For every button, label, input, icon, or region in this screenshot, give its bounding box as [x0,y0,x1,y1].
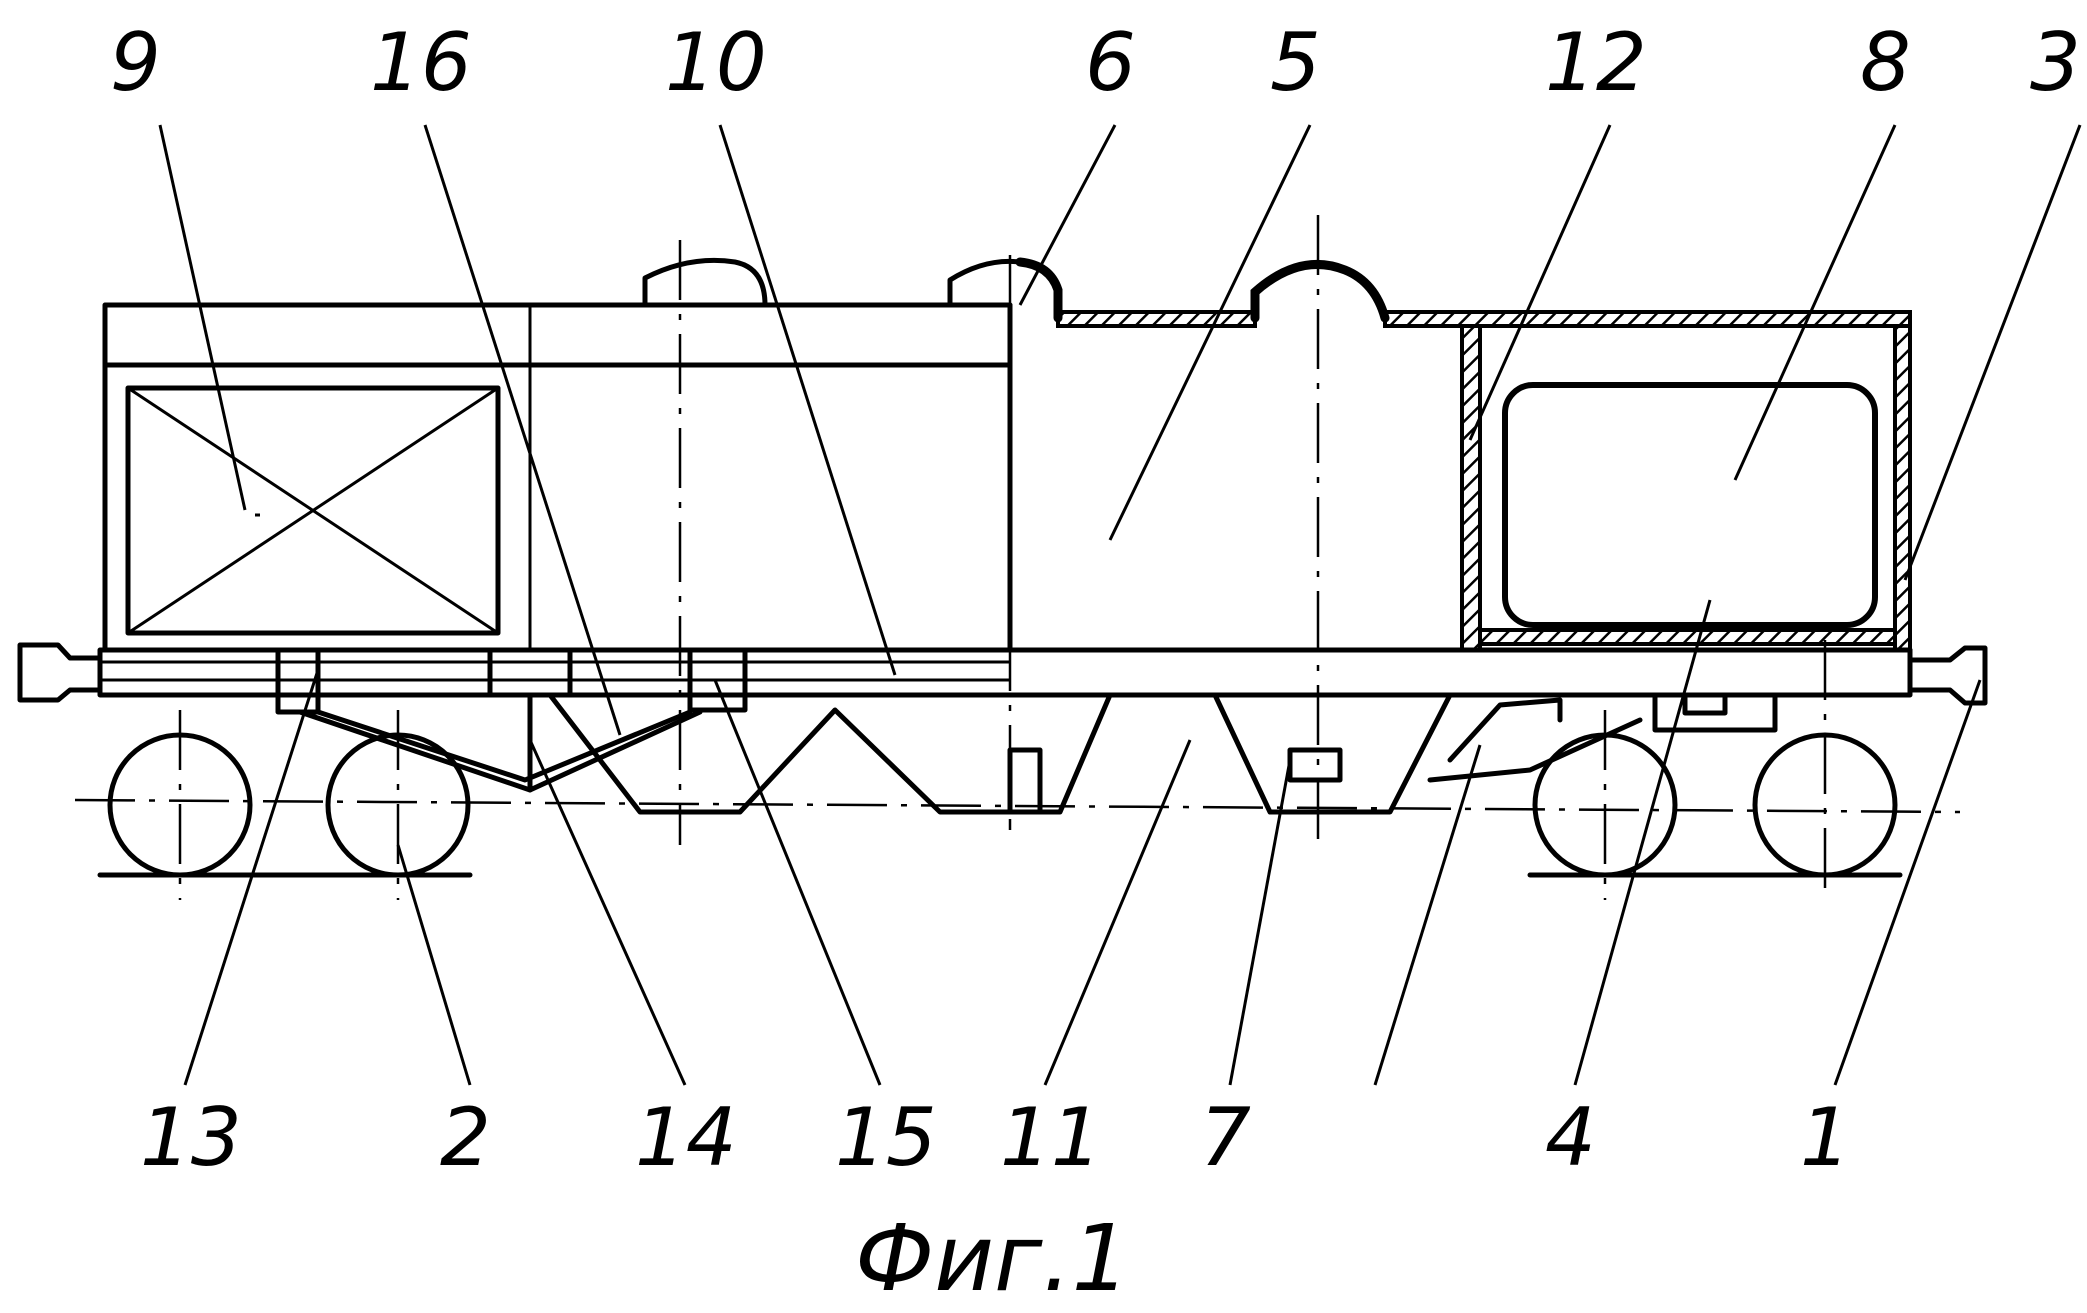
callout-10: 10 [665,16,767,109]
callout-8: 8 [1860,16,1911,109]
wheelsets [110,735,1895,875]
callout-5: 5 [1270,16,1321,109]
callout-3: 3 [2030,16,2081,109]
callout-2: 2 [440,1091,491,1184]
callout-13: 13 [140,1091,242,1184]
figure-caption: Фиг.1 [855,1205,1130,1312]
partition-12 [1462,326,1480,650]
callout-15: 15 [835,1091,937,1184]
callout-14: 14 [635,1091,737,1184]
callouts-bottom: 13 2 14 15 11 7 4 1 [140,1091,1851,1184]
callout-6: 6 [1085,16,1136,109]
leader-lines [160,125,2080,1085]
callout-1: 1 [1800,1091,1851,1184]
sectioned-shell [1058,312,1910,650]
callout-9: 9 [110,16,161,109]
bogie-right [1430,695,1775,780]
callout-11: 11 [1000,1091,1102,1184]
callout-16: 16 [370,16,472,109]
callouts-top: 9 16 10 6 5 12 8 3 [110,16,2081,109]
underframe [100,650,1910,712]
door-9 [128,388,498,633]
callout-12: 12 [1545,16,1647,109]
end-wall-3 [1895,326,1910,650]
roof-hatches [645,260,1385,318]
callout-7: 7 [1200,1091,1251,1184]
callout-4: 4 [1545,1091,1596,1184]
compartment-8-box [1505,385,1875,625]
car-body [105,305,1910,650]
brake-rigging-left [300,695,700,790]
